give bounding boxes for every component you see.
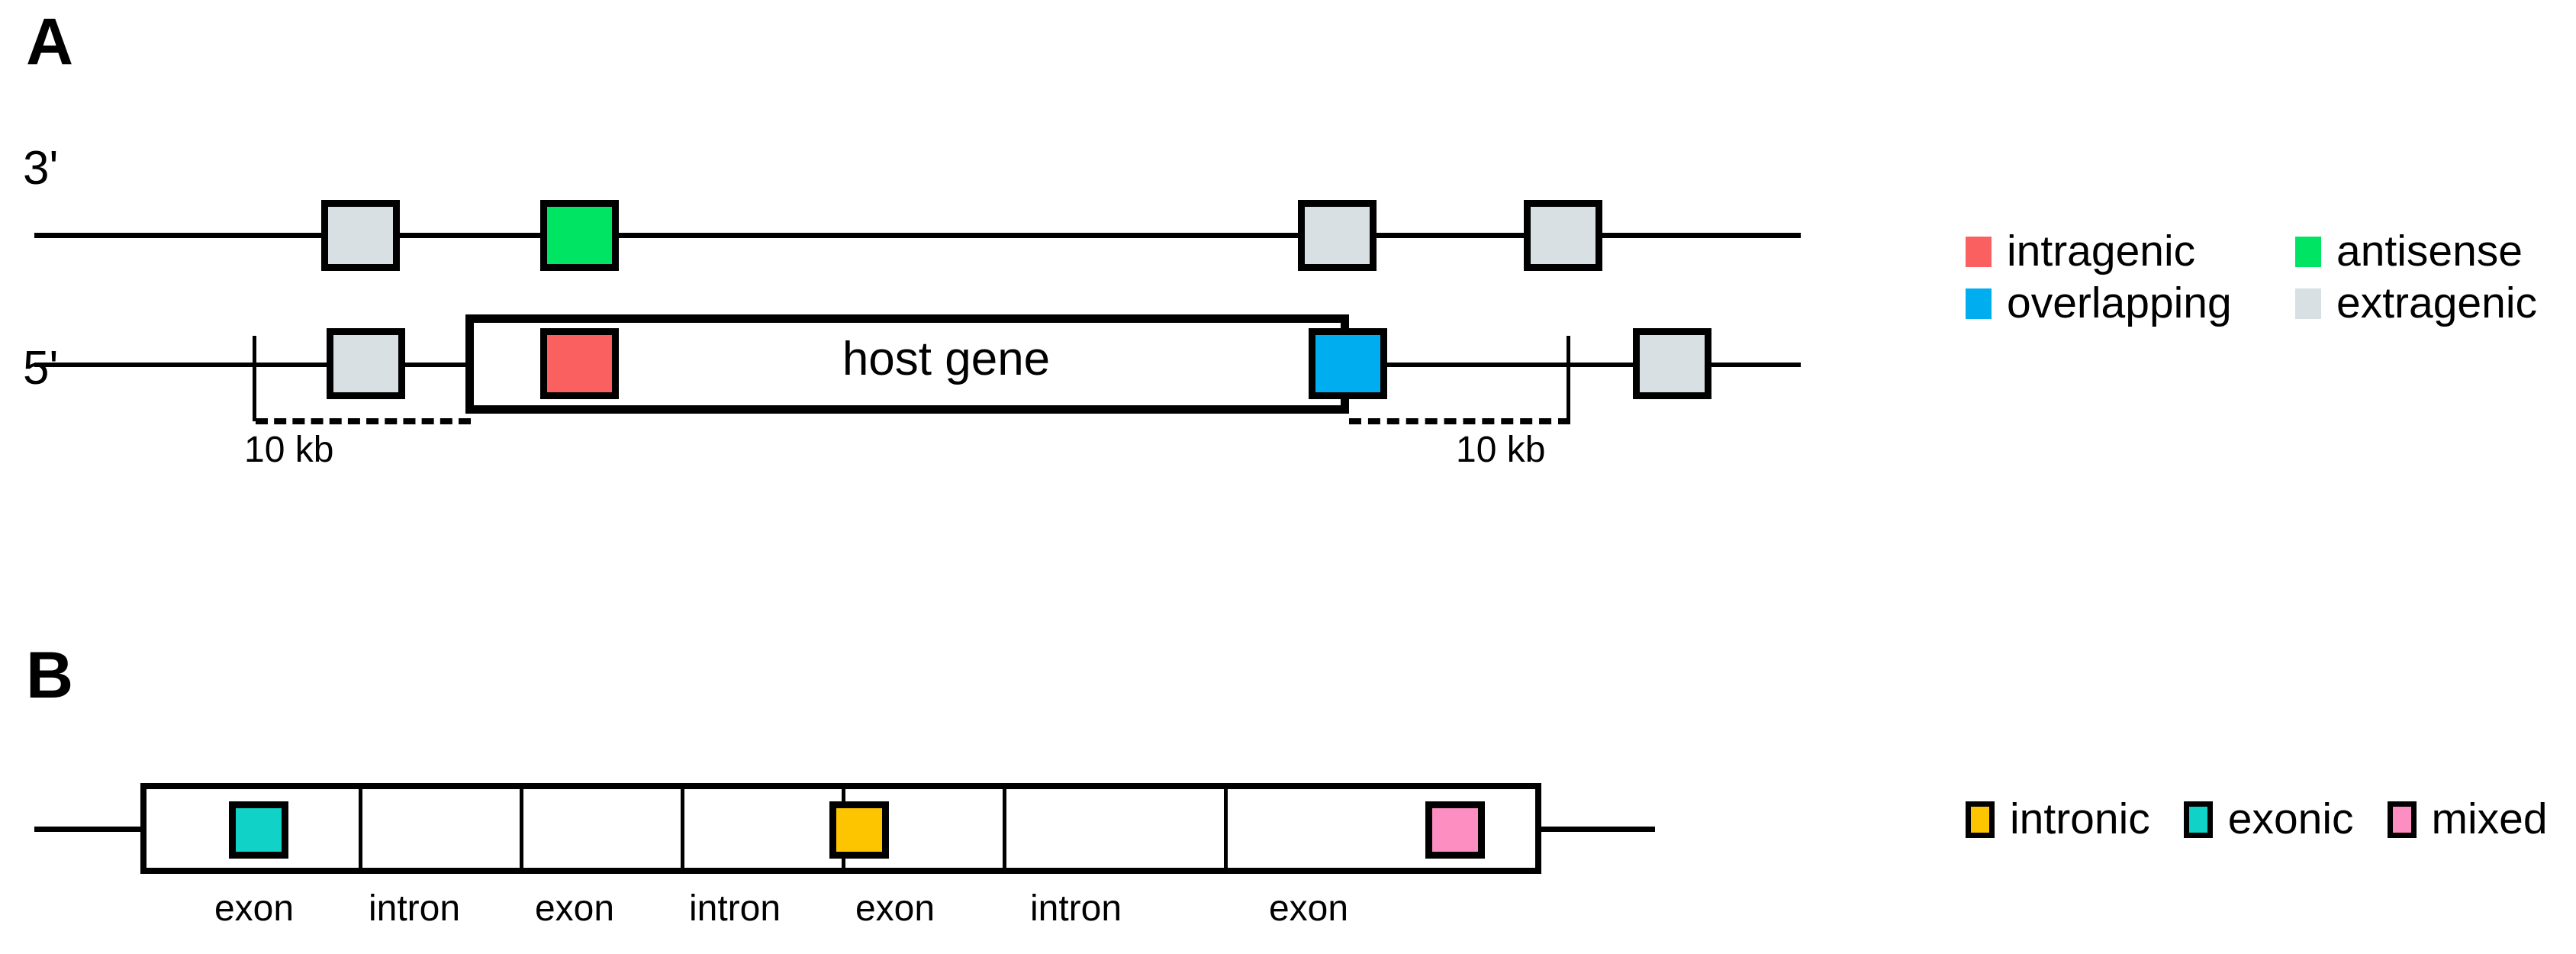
legend-row: overlapping extragenic [1966,278,2576,327]
feature-extragenic-top-3 [1524,200,1602,271]
legend-item-overlapping: overlapping [1966,278,2295,327]
gene-segment-divider [520,789,523,868]
legend-panel-b: intronic exonic mixed [1966,794,2548,843]
feature-antisense-top [540,200,619,271]
color-swatch-icon-antisense [2295,236,2321,267]
feature-mixed [1425,801,1485,859]
feature-intronic [829,801,889,859]
legend-item-extragenic: extragenic [2295,278,2576,327]
gene-model-right-line [1539,827,1655,832]
scale-label-left: 10 kb [244,430,334,470]
segment-label-intron-1: intron [368,888,461,929]
legend-row: intronic exonic mixed [1966,794,2548,843]
color-swatch-icon-overlapping [1966,288,1992,319]
legend-panel-a: intragenic antisense overlapping extrage… [1966,227,2576,333]
color-swatch-icon-exonic [2183,801,2213,838]
legend-row: intragenic antisense [1966,227,2576,276]
segment-label-exon-3: exon [855,888,935,929]
legend-label-extragenic: extragenic [2336,278,2537,327]
legend-item-intragenic: intragenic [1966,227,2295,276]
feature-extragenic-bottom-2 [1633,328,1711,399]
host-gene-label: host gene [842,333,1051,385]
legend-label-overlapping: overlapping [2007,278,2232,327]
legend-label-intronic: intronic [2010,794,2150,843]
gene-segment-divider [1224,789,1228,868]
feature-extragenic-top-1 [321,200,400,271]
gene-segment-divider [359,789,362,868]
top-strand-line [34,233,1801,238]
scale-tick-right [1567,336,1570,421]
legend-item-antisense: antisense [2295,227,2576,276]
feature-overlapping [1309,328,1387,399]
legend-item-exonic: exonic [2183,794,2354,843]
legend-item-mixed: mixed [2387,794,2548,843]
color-swatch-icon-mixed [2387,801,2417,838]
scale-label-right: 10 kb [1456,430,1546,470]
feature-extragenic-bottom-1 [327,328,405,399]
legend-item-intronic: intronic [1966,794,2150,843]
feature-intragenic [540,328,619,399]
feature-exonic [229,801,288,859]
feature-extragenic-top-2 [1298,200,1377,271]
scale-tick-left [253,336,256,421]
scale-dashed-left [256,418,471,424]
panel-b-letter: B [26,639,74,712]
color-swatch-icon-extragenic [2295,288,2321,319]
color-swatch-icon-intronic [1966,801,1995,838]
gene-segment-divider [1003,789,1006,868]
panel-a-letter: A [26,5,74,79]
strand-5-prime-label: 5' [23,342,59,395]
legend-label-exonic: exonic [2227,794,2354,843]
color-swatch-icon-intragenic [1966,236,1992,267]
segment-label-intron-3: intron [1029,888,1122,929]
segment-label-exon-2: exon [534,888,615,929]
strand-3-prime-label: 3' [23,142,59,195]
segment-label-exon-1: exon [214,888,295,929]
scale-dashed-right [1349,418,1570,424]
segment-label-intron-2: intron [688,888,781,929]
legend-label-intragenic: intragenic [2007,227,2196,276]
segment-label-exon-4: exon [1268,888,1349,929]
gene-model-left-line [34,827,145,832]
gene-segment-divider [681,789,684,868]
legend-label-mixed: mixed [2431,794,2548,843]
legend-label-antisense: antisense [2336,227,2523,276]
